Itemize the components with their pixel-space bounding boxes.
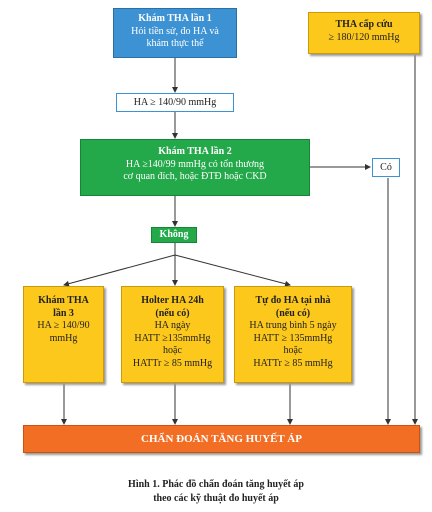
home-bp-line2: HATT ≥ 135mmHg [253, 332, 333, 344]
visit3-line2: mmHg [49, 332, 78, 344]
home-bp-title2: (nếu có) [275, 307, 311, 319]
no-text: Không [159, 229, 189, 240]
visit1-box: Khám THA lần 1 Hỏi tiền sử, đo HA và khá… [113, 8, 237, 58]
holter-title2: (nếu có) [155, 307, 190, 319]
yes-label: Có [372, 158, 400, 177]
holter-title1: Holter HA 24h [141, 295, 204, 306]
diagnosis-text: CHẨN ĐOÁN TĂNG HUYẾT ÁP [141, 433, 302, 445]
holter-line3: hoặc [163, 345, 182, 356]
home-bp-box: Tự đo HA tại nhà (nếu có) HA trung bình … [234, 286, 352, 383]
diagnosis-box: CHẨN ĐOÁN TĂNG HUYẾT ÁP [23, 425, 420, 453]
visit2-line2: cơ quan đích, hoặc ĐTĐ hoặc CKD [123, 171, 267, 182]
emergency-box: THA cấp cứu ≥ 180/120 mmHg [308, 12, 420, 54]
holter-line2: HATT ≥135mmHg [134, 332, 211, 344]
criteria-text: HA ≥ 140/90 mmHg [133, 97, 217, 108]
visit3-line1: HA ≥ 140/90 [37, 320, 90, 331]
visit2-line1: HA ≥140/99 mmHg có tổn thương [125, 158, 265, 170]
holter-box: Holter HA 24h (nếu có) HA ngày HATT ≥135… [121, 286, 224, 383]
home-bp-line1: HA trung bình 5 ngày [249, 320, 337, 331]
caption-line2: theo các kỹ thuật đo huyết áp [153, 492, 279, 504]
visit3-title1: Khám THA [38, 295, 89, 306]
visit3-box: Khám THA lần 3 HA ≥ 140/90 mmHg [23, 286, 104, 383]
holter-line1: HA ngày [154, 320, 191, 331]
visit1-line2: khám thực thể [146, 38, 204, 49]
visit3-title2: lần 3 [53, 307, 74, 319]
visit2-title: Khám THA lần 2 [158, 146, 232, 157]
emergency-threshold: ≥ 180/120 mmHg [328, 31, 400, 43]
no-label: Không [151, 227, 197, 243]
holter-line4: HATTr ≥ 85 mmHg [132, 357, 213, 369]
caption-line1: Hình 1. Phác đồ chẩn đoán tăng huyết áp [128, 479, 304, 490]
emergency-title: THA cấp cứu [335, 19, 393, 30]
arrow-to-box3 [63, 254, 176, 287]
visit2-box: Khám THA lần 2 HA ≥140/99 mmHg có tổn th… [80, 139, 310, 196]
arrow-to-box5 [174, 254, 291, 287]
home-bp-line3: hoặc [283, 345, 303, 356]
criteria-box: HA ≥ 140/90 mmHg [116, 93, 234, 112]
home-bp-title1: Tự đo HA tại nhà [255, 295, 331, 306]
visit1-title: Khám THA lần 1 [138, 13, 212, 24]
figure-caption: Hình 1. Phác đồ chẩn đoán tăng huyết áp … [0, 478, 432, 505]
yes-text: Có [380, 162, 392, 173]
visit1-line1: Hỏi tiền sử, đo HA và [131, 25, 219, 37]
home-bp-line4: HATTr ≥ 85 mmHg [253, 357, 333, 369]
